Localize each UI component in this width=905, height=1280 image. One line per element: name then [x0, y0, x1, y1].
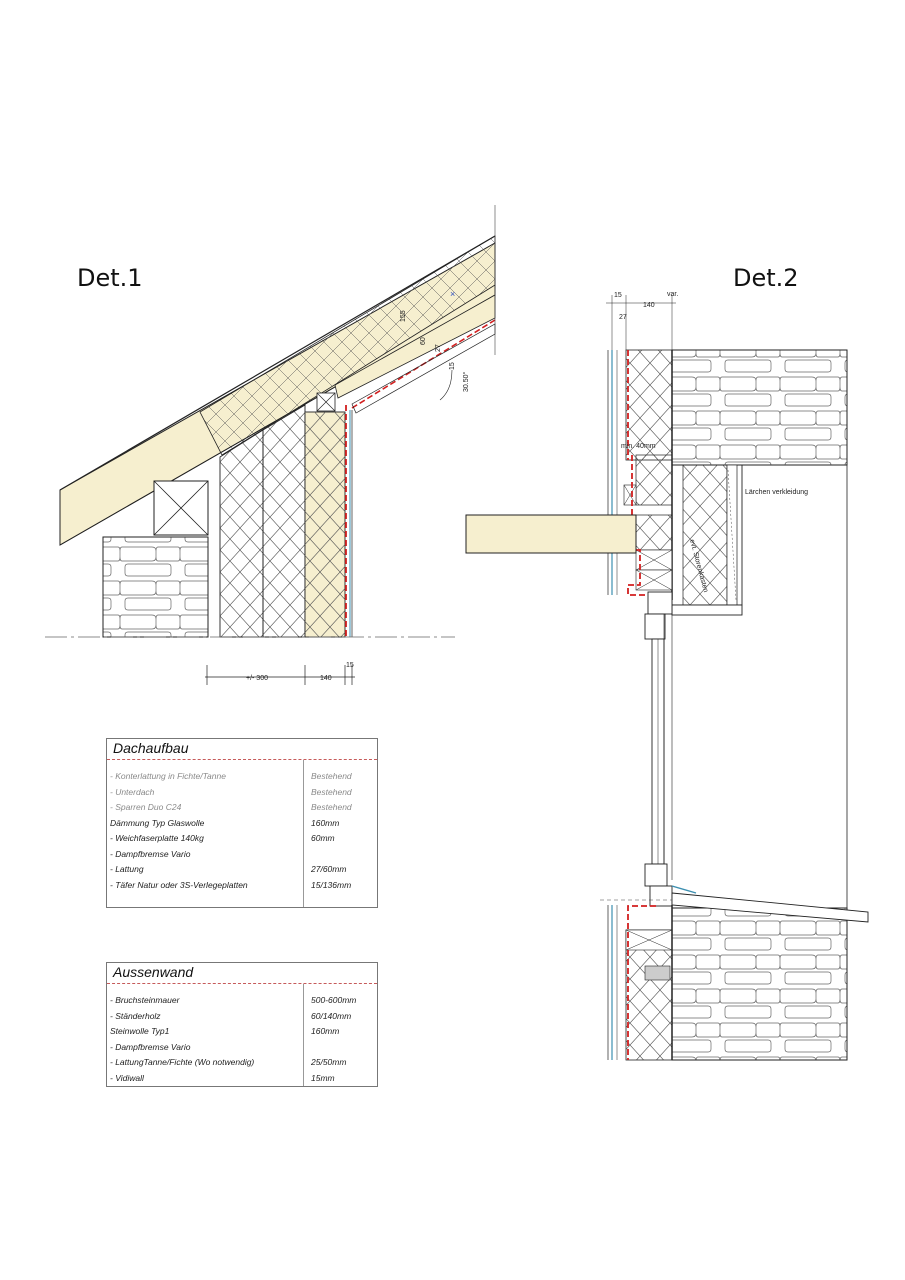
legend-item: - Vidiwall: [110, 1072, 144, 1083]
svg-text:min. 40mm: min. 40mm: [621, 443, 656, 450]
legend-item: - Dampfbremse Vario: [110, 848, 191, 859]
det1-title: Det.1: [77, 264, 143, 292]
aussenwand-title: Aussenwand: [113, 964, 194, 980]
svg-text:140: 140: [643, 302, 655, 309]
legend-value: Bestehend: [311, 771, 352, 781]
legend-item: - Weichfaserplatte 140kg: [110, 833, 204, 843]
aussenwand-legend: Aussenwand - Bruchsteinmauer 500-600mm - S…: [106, 962, 378, 1087]
legend-value: 25/50mm: [311, 1057, 347, 1067]
legend-value: 160mm: [311, 1026, 340, 1036]
svg-text:var.: var.: [667, 291, 678, 298]
legend-item: - Täfer Natur oder 3S-Verlegeplatten: [110, 879, 248, 890]
det2-lintel: min. 40mm: [621, 443, 673, 596]
legend-value: Bestehend: [311, 802, 352, 812]
legend-value: 60mm: [311, 833, 335, 843]
det1-roof-dims: 155 60 27 15 30.50° ×: [400, 289, 470, 401]
svg-text:×: ×: [450, 289, 455, 299]
legend-item: - LattungTanne/Fichte (Wo notwendig): [110, 1057, 255, 1067]
dim-15: 15: [346, 662, 354, 669]
det1-purlin: [153, 480, 209, 536]
legend-item: - Ständerholz: [110, 1010, 161, 1021]
det1-wall-layers: [219, 392, 353, 638]
det2-sill: [671, 885, 869, 923]
legend-value: 160mm: [311, 817, 340, 828]
legend-item: - Unterdach: [110, 786, 155, 797]
det2-window: [644, 591, 673, 907]
svg-text:15: 15: [449, 362, 456, 370]
dachaufbau-legend: Dachaufbau - Konterlattung in Fichte/Tan…: [106, 738, 378, 908]
legend-value: Bestehend: [311, 786, 352, 797]
det1-stone-wall: [102, 536, 209, 638]
svg-text:30.50°: 30.50°: [462, 371, 470, 392]
svg-text:27: 27: [619, 314, 627, 321]
svg-text:60: 60: [420, 337, 427, 345]
legend-value: 60/140mm: [311, 1010, 352, 1021]
det1-dimension-chain: +/- 300 140 15: [205, 662, 355, 685]
legend-value: 27/60mm: [311, 864, 347, 874]
legend-item: - Lattung: [110, 864, 144, 874]
legend-item: Steinwolle Typ1: [110, 1026, 170, 1036]
legend-item: - Dampfbremse Vario: [110, 1041, 191, 1052]
det2-stone-lower: [671, 907, 848, 1061]
svg-text:15: 15: [614, 292, 622, 299]
legend-item: - Sparren Duo C24: [110, 802, 182, 812]
dachaufbau-title: Dachaufbau: [113, 740, 189, 756]
svg-text:27: 27: [435, 344, 442, 352]
det2-shutter-box: evt. Storenkasten Lärchen verkleidung: [671, 464, 808, 616]
legend-item: - Bruchsteinmauer: [110, 995, 180, 1005]
det2-stone-upper: [671, 349, 848, 466]
det2-top-dims: 15 140 var. 27: [606, 291, 678, 350]
det2-beam: [465, 514, 637, 554]
det2-wall-lower: [600, 899, 673, 1061]
legend-item: - Konterlattung in Fichte/Tanne: [110, 771, 226, 781]
laerchen-note: Lärchen verkleidung: [745, 489, 808, 496]
dim-140: 140: [320, 675, 332, 682]
det1-roof: [59, 205, 496, 546]
legend-value: 500-600mm: [311, 995, 357, 1005]
det2-title: Det.2: [733, 264, 799, 292]
legend-item: Dämmung Typ Glaswolle: [110, 817, 205, 828]
svg-text:155: 155: [400, 310, 407, 322]
legend-value: 15mm: [311, 1072, 335, 1083]
dim-300: +/- 300: [246, 675, 268, 682]
legend-value: 15/136mm: [311, 879, 352, 890]
